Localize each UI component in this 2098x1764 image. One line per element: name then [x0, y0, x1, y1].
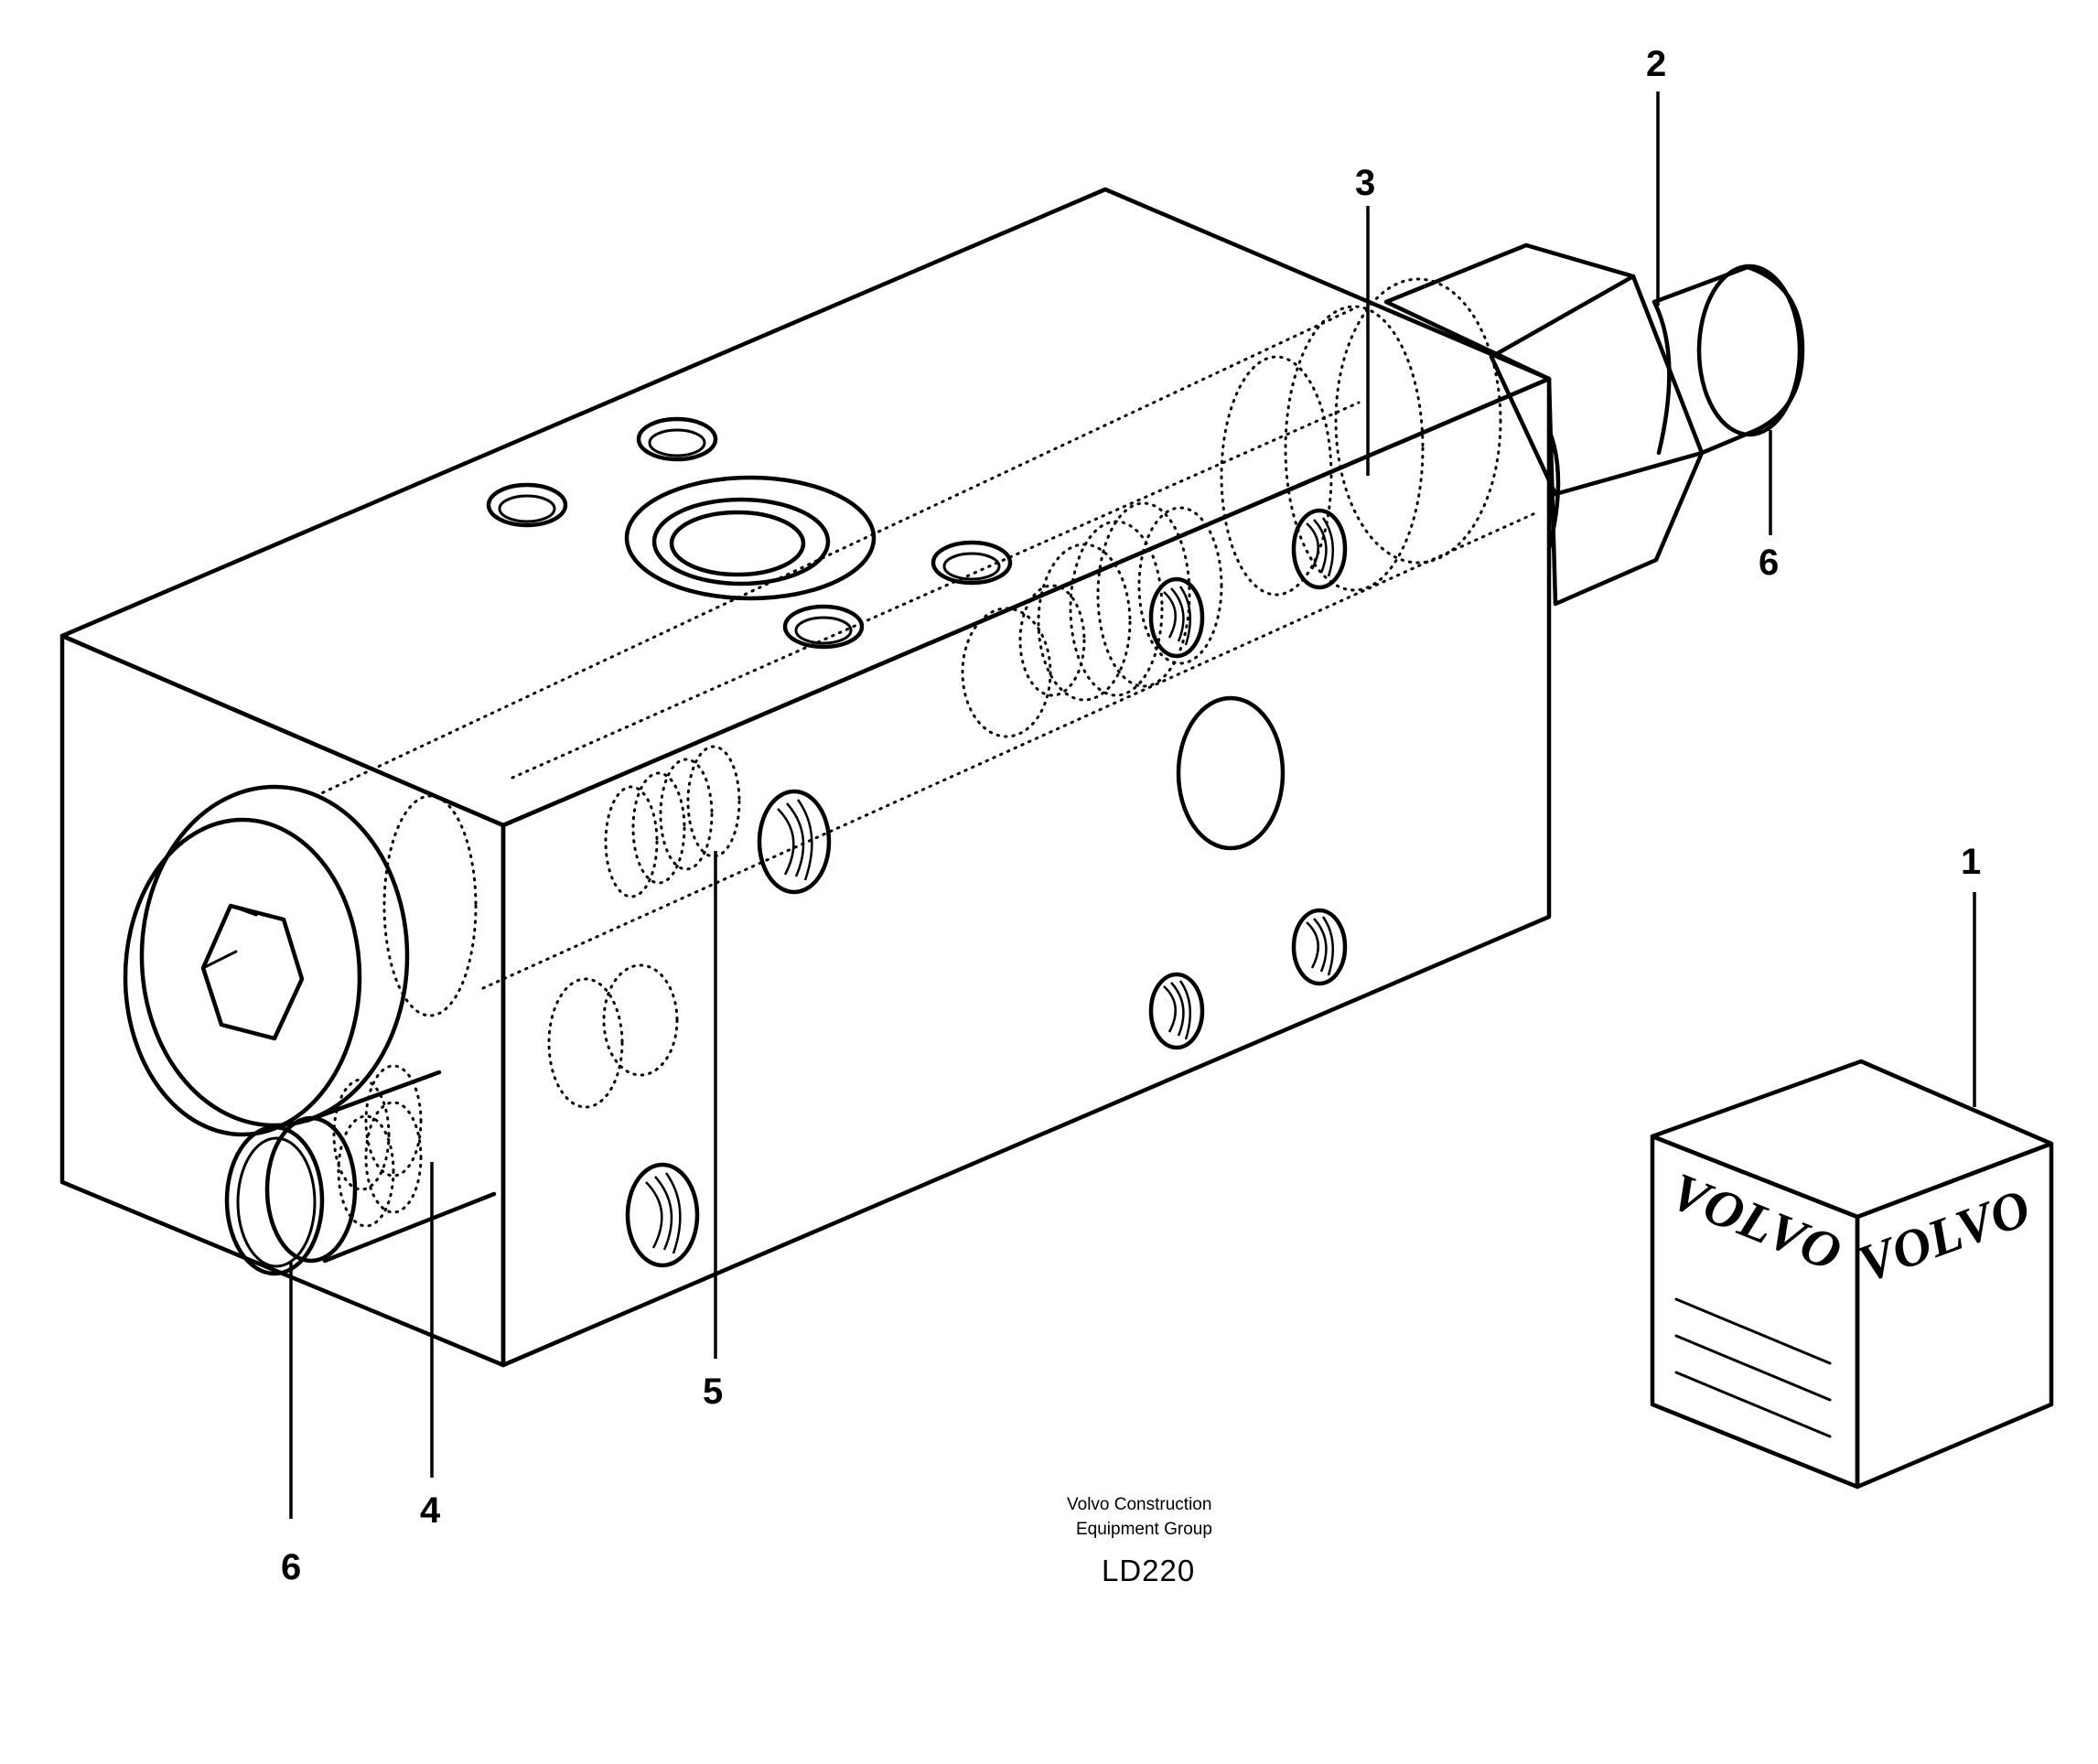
hidden-internal-bores — [314, 277, 1539, 1191]
footer-drawing-code: LD220 — [1102, 1554, 1195, 1587]
footer-line-2: Equipment Group — [1076, 1520, 1212, 1539]
leader-lines — [289, 91, 1976, 1519]
hex-fitting — [1383, 242, 1805, 607]
o-ring-and-spool — [224, 1070, 497, 1276]
block-right-face — [500, 376, 1552, 1368]
volvo-logo-right: VOLVO — [1850, 1178, 2038, 1295]
top-face-ports — [486, 416, 1013, 650]
volvo-seal-kit-box: VOLVO VOLVO — [1650, 1059, 2054, 1490]
callout-6-right: 6 — [1759, 543, 1779, 583]
footer-caption: Volvo Construction Equipment Group LD220 — [1067, 1495, 1212, 1587]
hex-socket-icon — [200, 903, 305, 1041]
hex-socket-plug — [123, 784, 410, 1137]
callout-2: 2 — [1646, 44, 1666, 84]
footer-line-1: Volvo Construction — [1067, 1495, 1211, 1514]
callout-1: 1 — [1961, 842, 1981, 882]
valve-block — [59, 187, 1552, 1368]
callout-5: 5 — [703, 1371, 723, 1412]
callout-4: 4 — [420, 1490, 441, 1531]
right-face-ports — [625, 508, 1348, 1268]
callout-3: 3 — [1355, 163, 1375, 203]
callout-6-left: 6 — [281, 1547, 301, 1587]
callout-labels: 1 2 3 4 5 6 6 — [281, 44, 1981, 1587]
